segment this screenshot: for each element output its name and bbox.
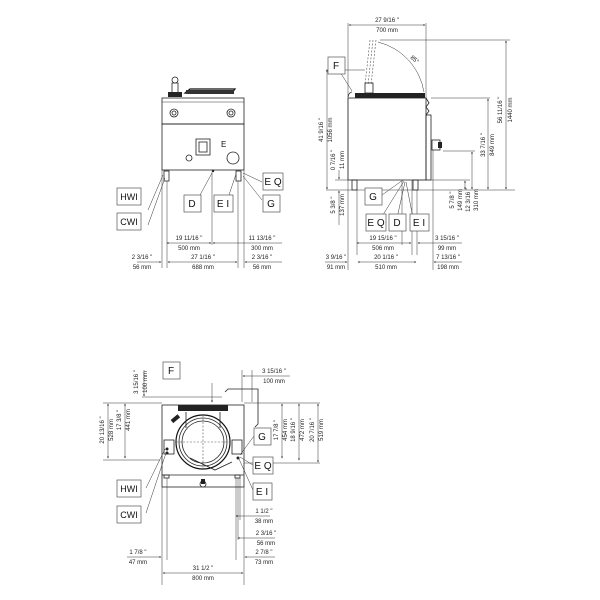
label-eq-front: E Q xyxy=(262,172,284,191)
svg-text:D: D xyxy=(393,218,400,229)
dim-99-mm: 99 mm xyxy=(438,246,456,252)
dim-56r-mm: 56 mm xyxy=(253,265,271,271)
label-d-front: D xyxy=(183,194,202,213)
dim-454-in: 17 7/8 " xyxy=(274,420,280,440)
label-g-side: G xyxy=(364,187,383,206)
svg-text:E Q: E Q xyxy=(367,218,384,229)
dim-100h-mm: 100 mm xyxy=(263,379,285,385)
dim-47-mm: 47 mm xyxy=(129,560,147,566)
label-ei-top: E I xyxy=(252,482,273,501)
dim-38-mm: 38 mm xyxy=(255,519,273,525)
dim-310-mm: 310 mm xyxy=(474,189,480,211)
dim-56l-in: 2 3/16 " xyxy=(132,255,152,261)
dim-198-mm: 198 mm xyxy=(437,265,459,271)
dim-91-in: 3 9/16 " xyxy=(326,255,346,261)
dim-800-mm: 800 mm xyxy=(192,576,214,582)
dim-441-in: 17 3/8 " xyxy=(117,410,123,430)
dim-137-in: 5 3/8 " xyxy=(331,196,337,213)
dim-700-mm: 700 mm xyxy=(376,28,398,34)
dim-100v-mm: 100 mm xyxy=(143,371,149,393)
dim-56r-in: 2 3/16 " xyxy=(252,255,272,261)
dim-91-mm: 91 mm xyxy=(327,265,345,271)
dim-310-in: 12 3/16 " xyxy=(466,188,472,212)
front-view: E xyxy=(137,76,282,268)
svg-text:CWI: CWI xyxy=(120,510,138,520)
dim-688-mm: 688 mm xyxy=(192,265,214,271)
dim-1056-in: 41 9/16 " xyxy=(319,118,325,142)
dim-441-mm: 441 mm xyxy=(126,409,132,431)
dim-700-in: 27 9/16 " xyxy=(375,18,399,24)
svg-text:E: E xyxy=(221,140,226,149)
dim-38-in: 1 1/2 " xyxy=(255,509,272,515)
svg-text:E I: E I xyxy=(256,487,268,498)
label-f-top: F xyxy=(162,361,181,380)
svg-text:G: G xyxy=(267,199,275,210)
dim-528-in: 20 13/16 " xyxy=(100,416,106,443)
svg-text:G: G xyxy=(369,192,377,203)
svg-text:CWI: CWI xyxy=(120,217,138,227)
dim-472-mm: 472 mm xyxy=(300,419,306,441)
label-d-side: D xyxy=(388,213,407,232)
dim-454-mm: 454 mm xyxy=(283,419,289,441)
svg-text:HWI: HWI xyxy=(120,192,138,202)
dim-11-mm: 11 mm xyxy=(340,151,346,169)
top-view xyxy=(103,370,320,585)
label-eq-side: E Q xyxy=(365,213,387,232)
label-g-top: G xyxy=(253,427,272,446)
dim-528-mm: 528 mm xyxy=(109,419,115,441)
dim-149-in: 5 7/8 " xyxy=(450,191,456,208)
dim-1056-mm: 1056 mm xyxy=(328,117,334,142)
dim-849-in: 33 7/16 " xyxy=(481,133,487,157)
dim-1440-in: 56 11/16 " xyxy=(498,97,504,124)
dim-510-in: 20 1/16 " xyxy=(374,255,398,261)
dim-472-in: 18 9/16 " xyxy=(291,418,297,442)
label-cwi-front: CWI xyxy=(116,212,142,231)
side-view: 85° xyxy=(325,23,515,270)
dim-510-mm: 510 mm xyxy=(375,265,397,271)
dim-73-in: 2 7/8 " xyxy=(255,550,272,556)
svg-text:G: G xyxy=(258,432,266,443)
dim-849-mm: 849 mm xyxy=(490,134,496,156)
label-cwi-top: CWI xyxy=(116,505,142,524)
dim-506-mm: 506 mm xyxy=(372,246,394,252)
dim-1440-mm: 1440 mm xyxy=(508,97,514,122)
dim-300-in: 11 13/16 " xyxy=(249,236,276,242)
label-hwi-top: HWI xyxy=(116,479,142,498)
dim-800-in: 31 1/2 " xyxy=(193,566,213,572)
dim-100v-in: 3 15/16 " xyxy=(134,370,140,394)
svg-text:D: D xyxy=(188,199,195,210)
label-hwi-front: HWI xyxy=(116,187,142,206)
label-eq-top: E Q xyxy=(252,456,274,475)
label-f-side: F xyxy=(327,56,346,75)
dim-56-in: 2 3/16 " xyxy=(256,531,276,537)
svg-text:F: F xyxy=(168,366,174,377)
dim-198-in: 7 13/16 " xyxy=(436,255,460,261)
dim-149-mm: 149 mm xyxy=(458,189,464,211)
dim-11-in: 0 7/16 " xyxy=(331,150,337,170)
dim-500-in: 19 11/16 " xyxy=(176,236,203,242)
angle-85: 85° xyxy=(409,55,420,66)
svg-text:E Q: E Q xyxy=(264,177,281,188)
svg-text:E I: E I xyxy=(217,199,229,210)
dim-300-mm: 300 mm xyxy=(251,246,273,252)
svg-text:HWI: HWI xyxy=(120,484,138,494)
dim-56-mm: 56 mm xyxy=(257,541,275,547)
dim-100h-in: 3 15/16 " xyxy=(262,369,286,375)
dim-506-in: 19 15/16 " xyxy=(369,236,396,242)
dim-519-in: 20 7/16 " xyxy=(310,418,316,442)
label-g-front: G xyxy=(262,194,281,213)
dim-519-mm: 519 mm xyxy=(319,419,325,441)
dim-688-in: 27 1/16 " xyxy=(191,255,215,261)
dim-137-mm: 137 mm xyxy=(340,194,346,216)
label-ei-side: E I xyxy=(409,213,430,232)
svg-text:F: F xyxy=(333,61,339,72)
svg-text:E Q: E Q xyxy=(254,461,271,472)
dim-99-in: 3 15/16 " xyxy=(435,236,459,242)
dim-56l-mm: 56 mm xyxy=(133,265,151,271)
dim-47-in: 1 7/8 " xyxy=(129,550,146,556)
svg-text:E I: E I xyxy=(413,218,425,229)
label-ei-front: E I xyxy=(213,194,234,213)
dim-73-mm: 73 mm xyxy=(255,560,273,566)
dim-500-mm: 500 mm xyxy=(178,246,200,252)
